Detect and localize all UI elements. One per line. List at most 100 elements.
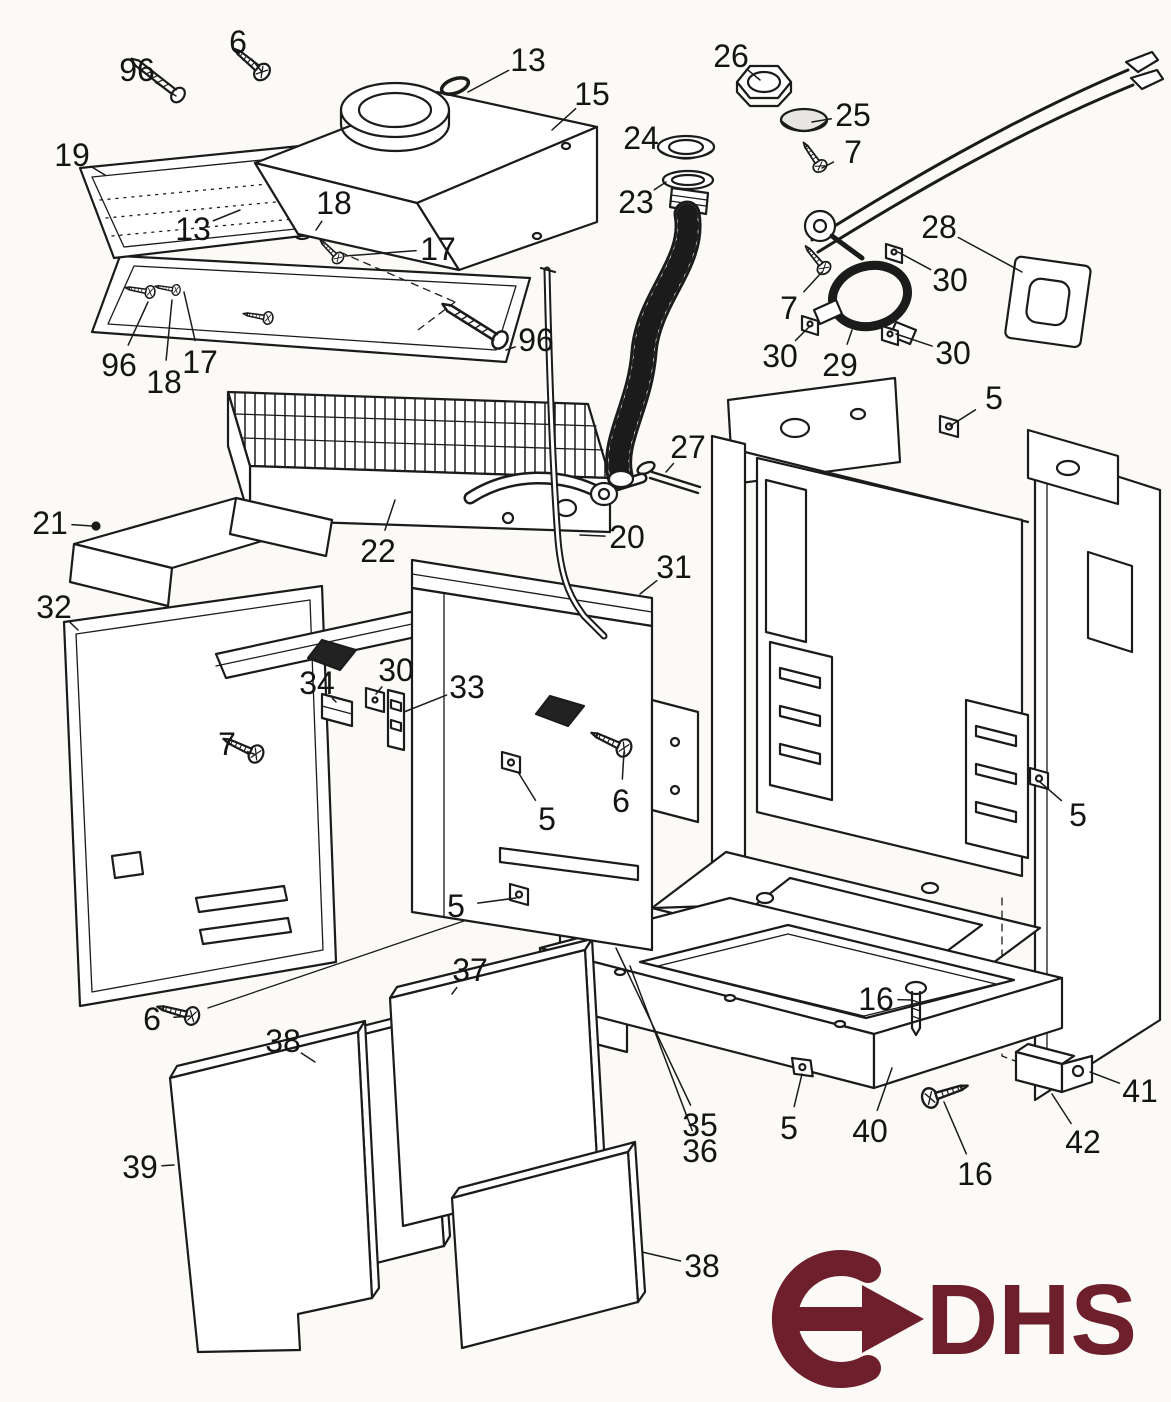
- part-label: 16: [858, 981, 894, 1017]
- part-label: 5: [447, 888, 465, 924]
- leader-line: [957, 236, 1023, 273]
- part-label: 96: [101, 347, 137, 383]
- part-label: 18: [146, 364, 182, 400]
- slotted-strip-33: [386, 688, 406, 752]
- part-label: 30: [932, 262, 968, 298]
- bolt-16: [904, 980, 928, 1037]
- part-label: 24: [623, 120, 659, 156]
- cabinet-frame: [558, 376, 1162, 1102]
- part-label: 23: [618, 184, 654, 220]
- part-label: 25: [835, 97, 871, 133]
- heat-exchanger: [226, 390, 648, 534]
- hose-end: [607, 469, 635, 489]
- leader-line: [69, 621, 79, 631]
- part-label: 6: [612, 783, 630, 819]
- gasket-plate: [1004, 255, 1092, 349]
- part-label: 31: [656, 549, 692, 585]
- leader-line: [250, 58, 263, 73]
- part-label: 32: [36, 589, 72, 625]
- leader-line: [579, 534, 606, 537]
- part-label: 36: [682, 1133, 718, 1169]
- leader-line: [1089, 1071, 1121, 1084]
- draft-hood: [253, 76, 599, 272]
- leader-line: [505, 346, 516, 351]
- dhs-logo: DHS: [771, 1250, 1137, 1388]
- leader-line: [517, 771, 537, 802]
- arrow-logo-icon: [796, 1285, 924, 1353]
- part-label: 22: [360, 533, 396, 569]
- leader-line: [803, 271, 823, 293]
- leader-line: [315, 220, 323, 231]
- part-label: 5: [780, 1110, 798, 1146]
- part-label: 19: [54, 137, 90, 173]
- part-label: 6: [143, 1001, 161, 1037]
- leader-line: [821, 161, 835, 169]
- part-label: 96: [518, 322, 554, 358]
- clip-34: [320, 692, 354, 728]
- insulation-panel-front-right: [450, 1140, 647, 1350]
- leader-line: [665, 462, 675, 473]
- bracket-41-42: [1014, 1042, 1094, 1094]
- part-label: 28: [921, 209, 957, 245]
- part-label: 7: [844, 134, 862, 170]
- leader-line: [467, 69, 510, 93]
- base-tray: [538, 896, 1064, 1090]
- clip-30: [880, 324, 900, 347]
- leader-line: [71, 523, 93, 527]
- part-label: 5: [985, 380, 1003, 416]
- clip-5: [938, 414, 960, 439]
- leader-line: [551, 107, 577, 131]
- part-label: 38: [684, 1248, 720, 1284]
- slotted-plate-left: [768, 640, 834, 802]
- part-label: 29: [822, 347, 858, 383]
- part-label: 27: [670, 429, 706, 465]
- leader-line: [331, 697, 337, 703]
- part-label: 38: [265, 1023, 301, 1059]
- leader-line: [621, 751, 625, 780]
- inner-panel: [410, 558, 700, 952]
- part-label: 16: [957, 1156, 993, 1192]
- clip-5: [500, 750, 522, 775]
- part-label: 30: [935, 335, 971, 371]
- part-label: 5: [1069, 797, 1087, 833]
- leader-line: [161, 1164, 175, 1167]
- screw-6-icon: [153, 996, 203, 1028]
- part-label: 13: [175, 211, 211, 247]
- baffle-plate: [68, 496, 334, 608]
- part-label: 7: [218, 726, 236, 762]
- leader-line: [895, 333, 933, 347]
- leader-line: [300, 1052, 316, 1063]
- part-label: 40: [852, 1113, 888, 1149]
- leader-line: [943, 1101, 968, 1155]
- leader-line: [1051, 1093, 1072, 1125]
- cotter-pin: [636, 460, 702, 495]
- leader-line: [1039, 781, 1063, 802]
- part-label: 5: [538, 801, 556, 837]
- side-panel-left: [62, 584, 338, 1008]
- leader-line: [165, 299, 173, 361]
- insulation-panel-middle: [388, 937, 607, 1228]
- flue-collector-pan: [90, 251, 532, 364]
- slotted-plate-right: [964, 698, 1030, 860]
- clip-5: [508, 882, 530, 907]
- leader-line: [747, 69, 761, 81]
- arrow-logo-ring: [771, 1250, 881, 1388]
- leader-line: [403, 694, 448, 713]
- ring-nut-24: [656, 134, 716, 160]
- part-label: 26: [713, 38, 749, 74]
- leader-line: [173, 1015, 191, 1019]
- part-label: 17: [182, 344, 218, 380]
- leader-line: [653, 181, 667, 191]
- part-label: 18: [316, 185, 352, 221]
- part-label: 34: [299, 665, 335, 701]
- clip-30: [364, 686, 386, 714]
- leader-lines: [69, 58, 1121, 1262]
- leader-line: [375, 686, 383, 695]
- leader-line: [641, 1251, 682, 1262]
- part-label: 20: [609, 519, 645, 555]
- flue-collar: [339, 76, 471, 153]
- leader-line: [811, 117, 833, 123]
- leader-line: [846, 329, 853, 345]
